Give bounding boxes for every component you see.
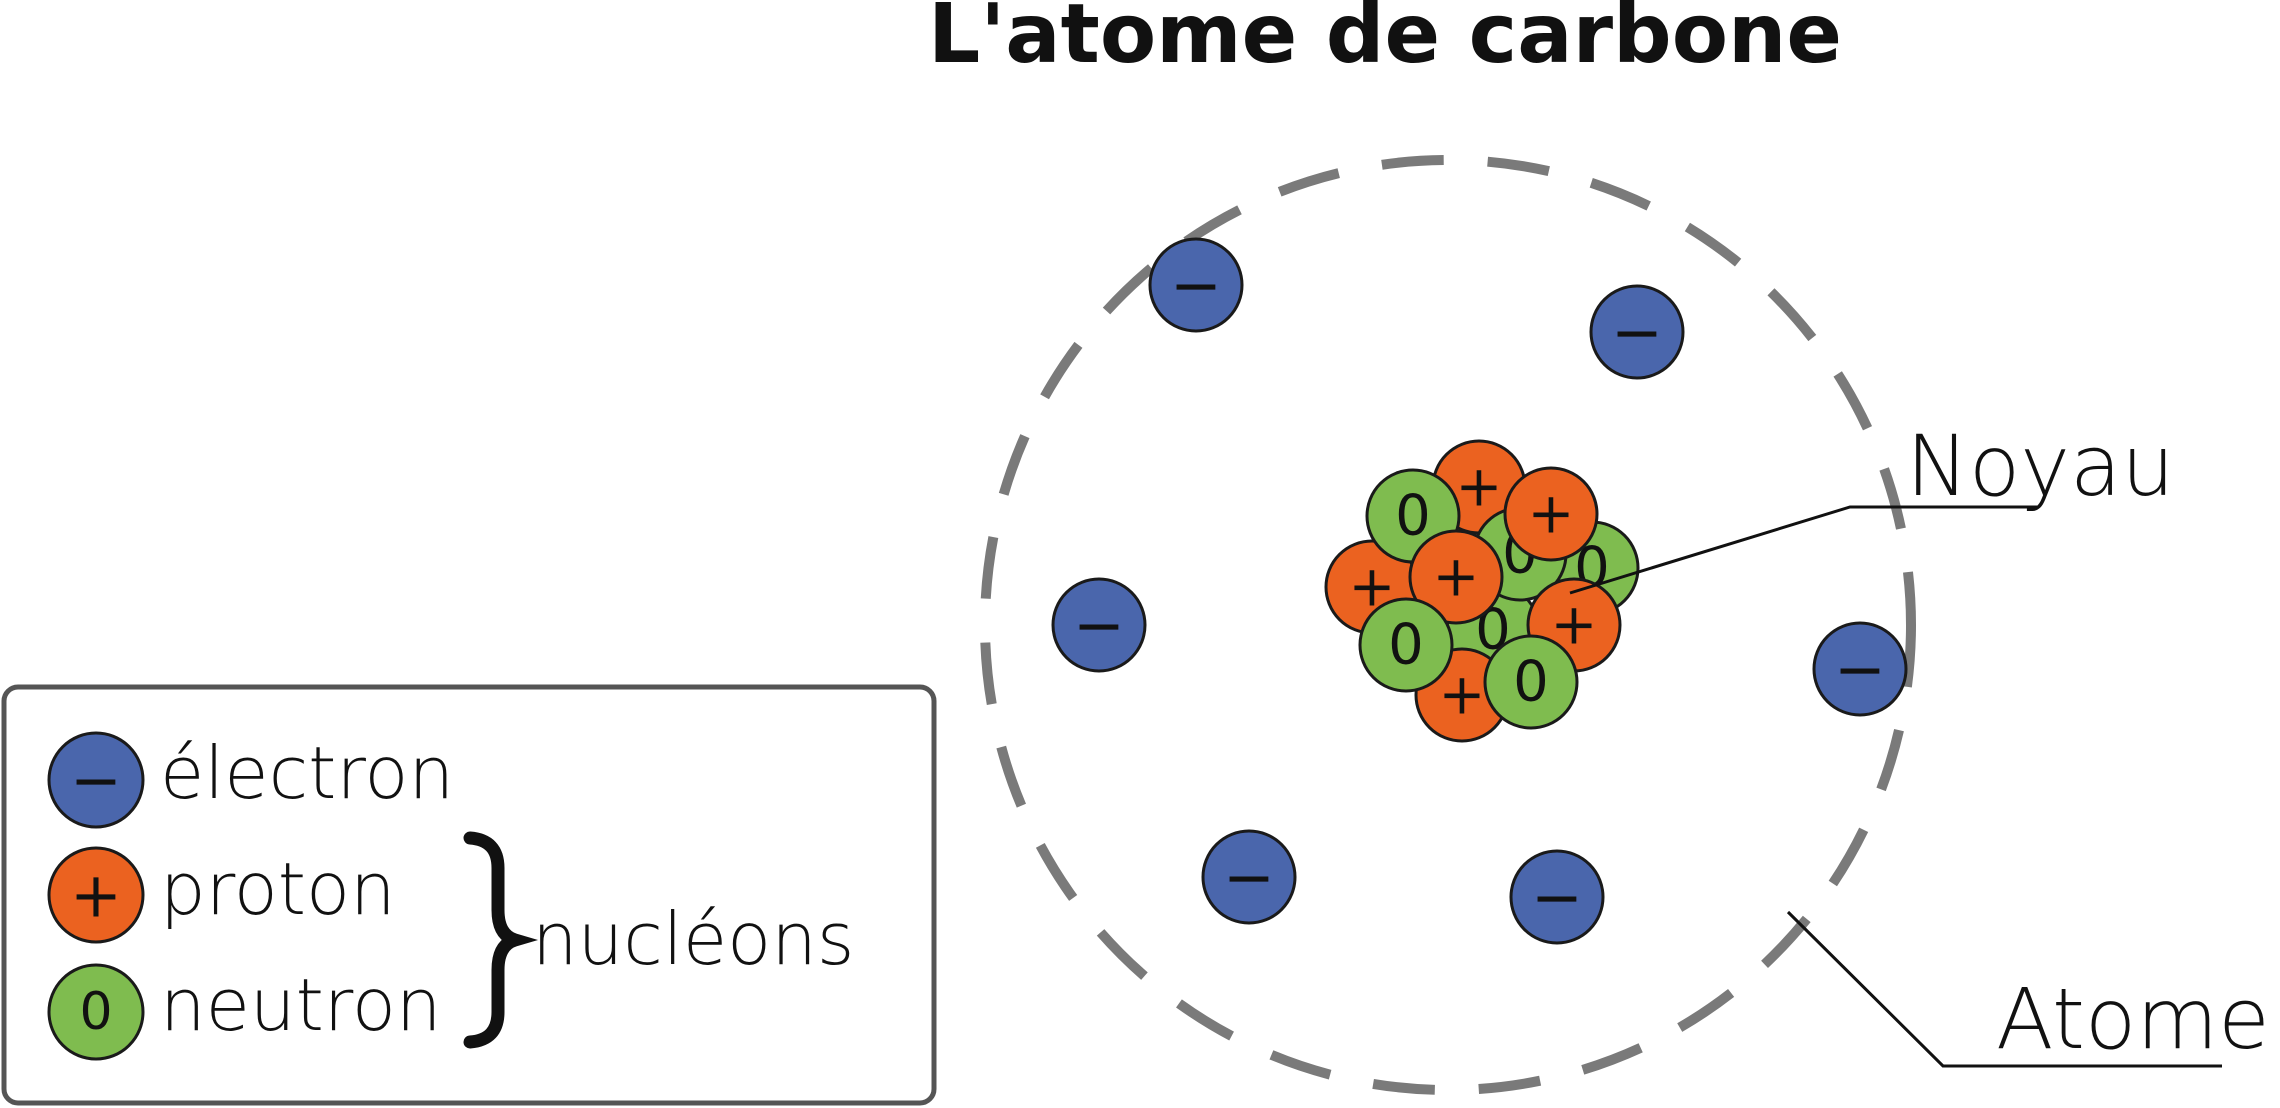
proton-5: + bbox=[1503, 466, 1599, 562]
proton-symbol: + bbox=[1528, 482, 1575, 547]
electron-symbol: − bbox=[1170, 249, 1222, 322]
neutron-disc bbox=[1358, 597, 1454, 693]
legend-electron-label: électron bbox=[160, 731, 454, 815]
electron-symbol: − bbox=[70, 744, 122, 817]
electron-disc bbox=[1148, 237, 1244, 333]
neutron-6: 0 bbox=[1483, 634, 1579, 730]
neutron-symbol: 0 bbox=[1513, 650, 1549, 715]
legend-box bbox=[1, 684, 937, 1106]
nucleus: 00+0+++0++00 bbox=[1324, 439, 1640, 743]
electron-2: − bbox=[1589, 284, 1685, 380]
proton-6: + bbox=[1408, 529, 1504, 625]
electron-symbol: − bbox=[1531, 861, 1583, 934]
nucleons-brace bbox=[463, 831, 538, 1049]
electron-disc bbox=[1509, 849, 1605, 945]
electron-symbol: − bbox=[1611, 296, 1663, 369]
neutron-disc bbox=[1483, 634, 1579, 730]
electron-3: − bbox=[1051, 577, 1147, 673]
proton-symbol: + bbox=[70, 859, 122, 932]
legend-proton-label: proton bbox=[160, 847, 396, 931]
proton-symbol: + bbox=[1433, 545, 1480, 610]
proton-disc bbox=[47, 846, 145, 944]
electron-disc bbox=[47, 731, 145, 829]
proton-symbol: + bbox=[1456, 455, 1503, 520]
electron-6: − bbox=[1509, 849, 1605, 945]
legend-neutron-marker: 0 bbox=[47, 963, 145, 1061]
page-title: L'atome de carbone bbox=[928, 0, 1842, 82]
electron-disc bbox=[1201, 829, 1297, 925]
neutron-symbol: 0 bbox=[1395, 484, 1431, 549]
electron-symbol: − bbox=[1073, 589, 1125, 662]
legend-electron-marker: − bbox=[47, 731, 145, 829]
legend-nucleons-label: nucléons bbox=[532, 897, 854, 981]
proton-disc bbox=[1503, 466, 1599, 562]
neutron-symbol: 0 bbox=[79, 982, 112, 1042]
legend-neutron-label: neutron bbox=[160, 963, 442, 1047]
neutron-symbol: 0 bbox=[1388, 613, 1424, 678]
atom-callout-line bbox=[1786, 910, 2222, 1068]
legend-markers: − +0 bbox=[47, 731, 145, 1061]
electron-1: − bbox=[1148, 237, 1244, 333]
electron-disc bbox=[1589, 284, 1685, 380]
proton-disc bbox=[1408, 529, 1504, 625]
electrons-group: − − − − − − bbox=[1051, 237, 1908, 945]
electron-symbol: − bbox=[1834, 633, 1886, 706]
atom-label: Atome bbox=[1996, 970, 2270, 1068]
nucleus-callout-line bbox=[1569, 505, 2037, 595]
atom-boundary bbox=[980, 155, 1916, 1095]
legend-proton-marker: + bbox=[47, 846, 145, 944]
electron-disc bbox=[1812, 621, 1908, 717]
electron-4: − bbox=[1812, 621, 1908, 717]
proton-symbol: + bbox=[1439, 663, 1486, 728]
electron-disc bbox=[1051, 577, 1147, 673]
neutron-disc bbox=[47, 963, 145, 1061]
electron-symbol: − bbox=[1223, 841, 1275, 914]
nucleus-label: Noyau bbox=[1906, 417, 2175, 515]
electron-5: − bbox=[1201, 829, 1297, 925]
neutron-5: 0 bbox=[1358, 597, 1454, 693]
